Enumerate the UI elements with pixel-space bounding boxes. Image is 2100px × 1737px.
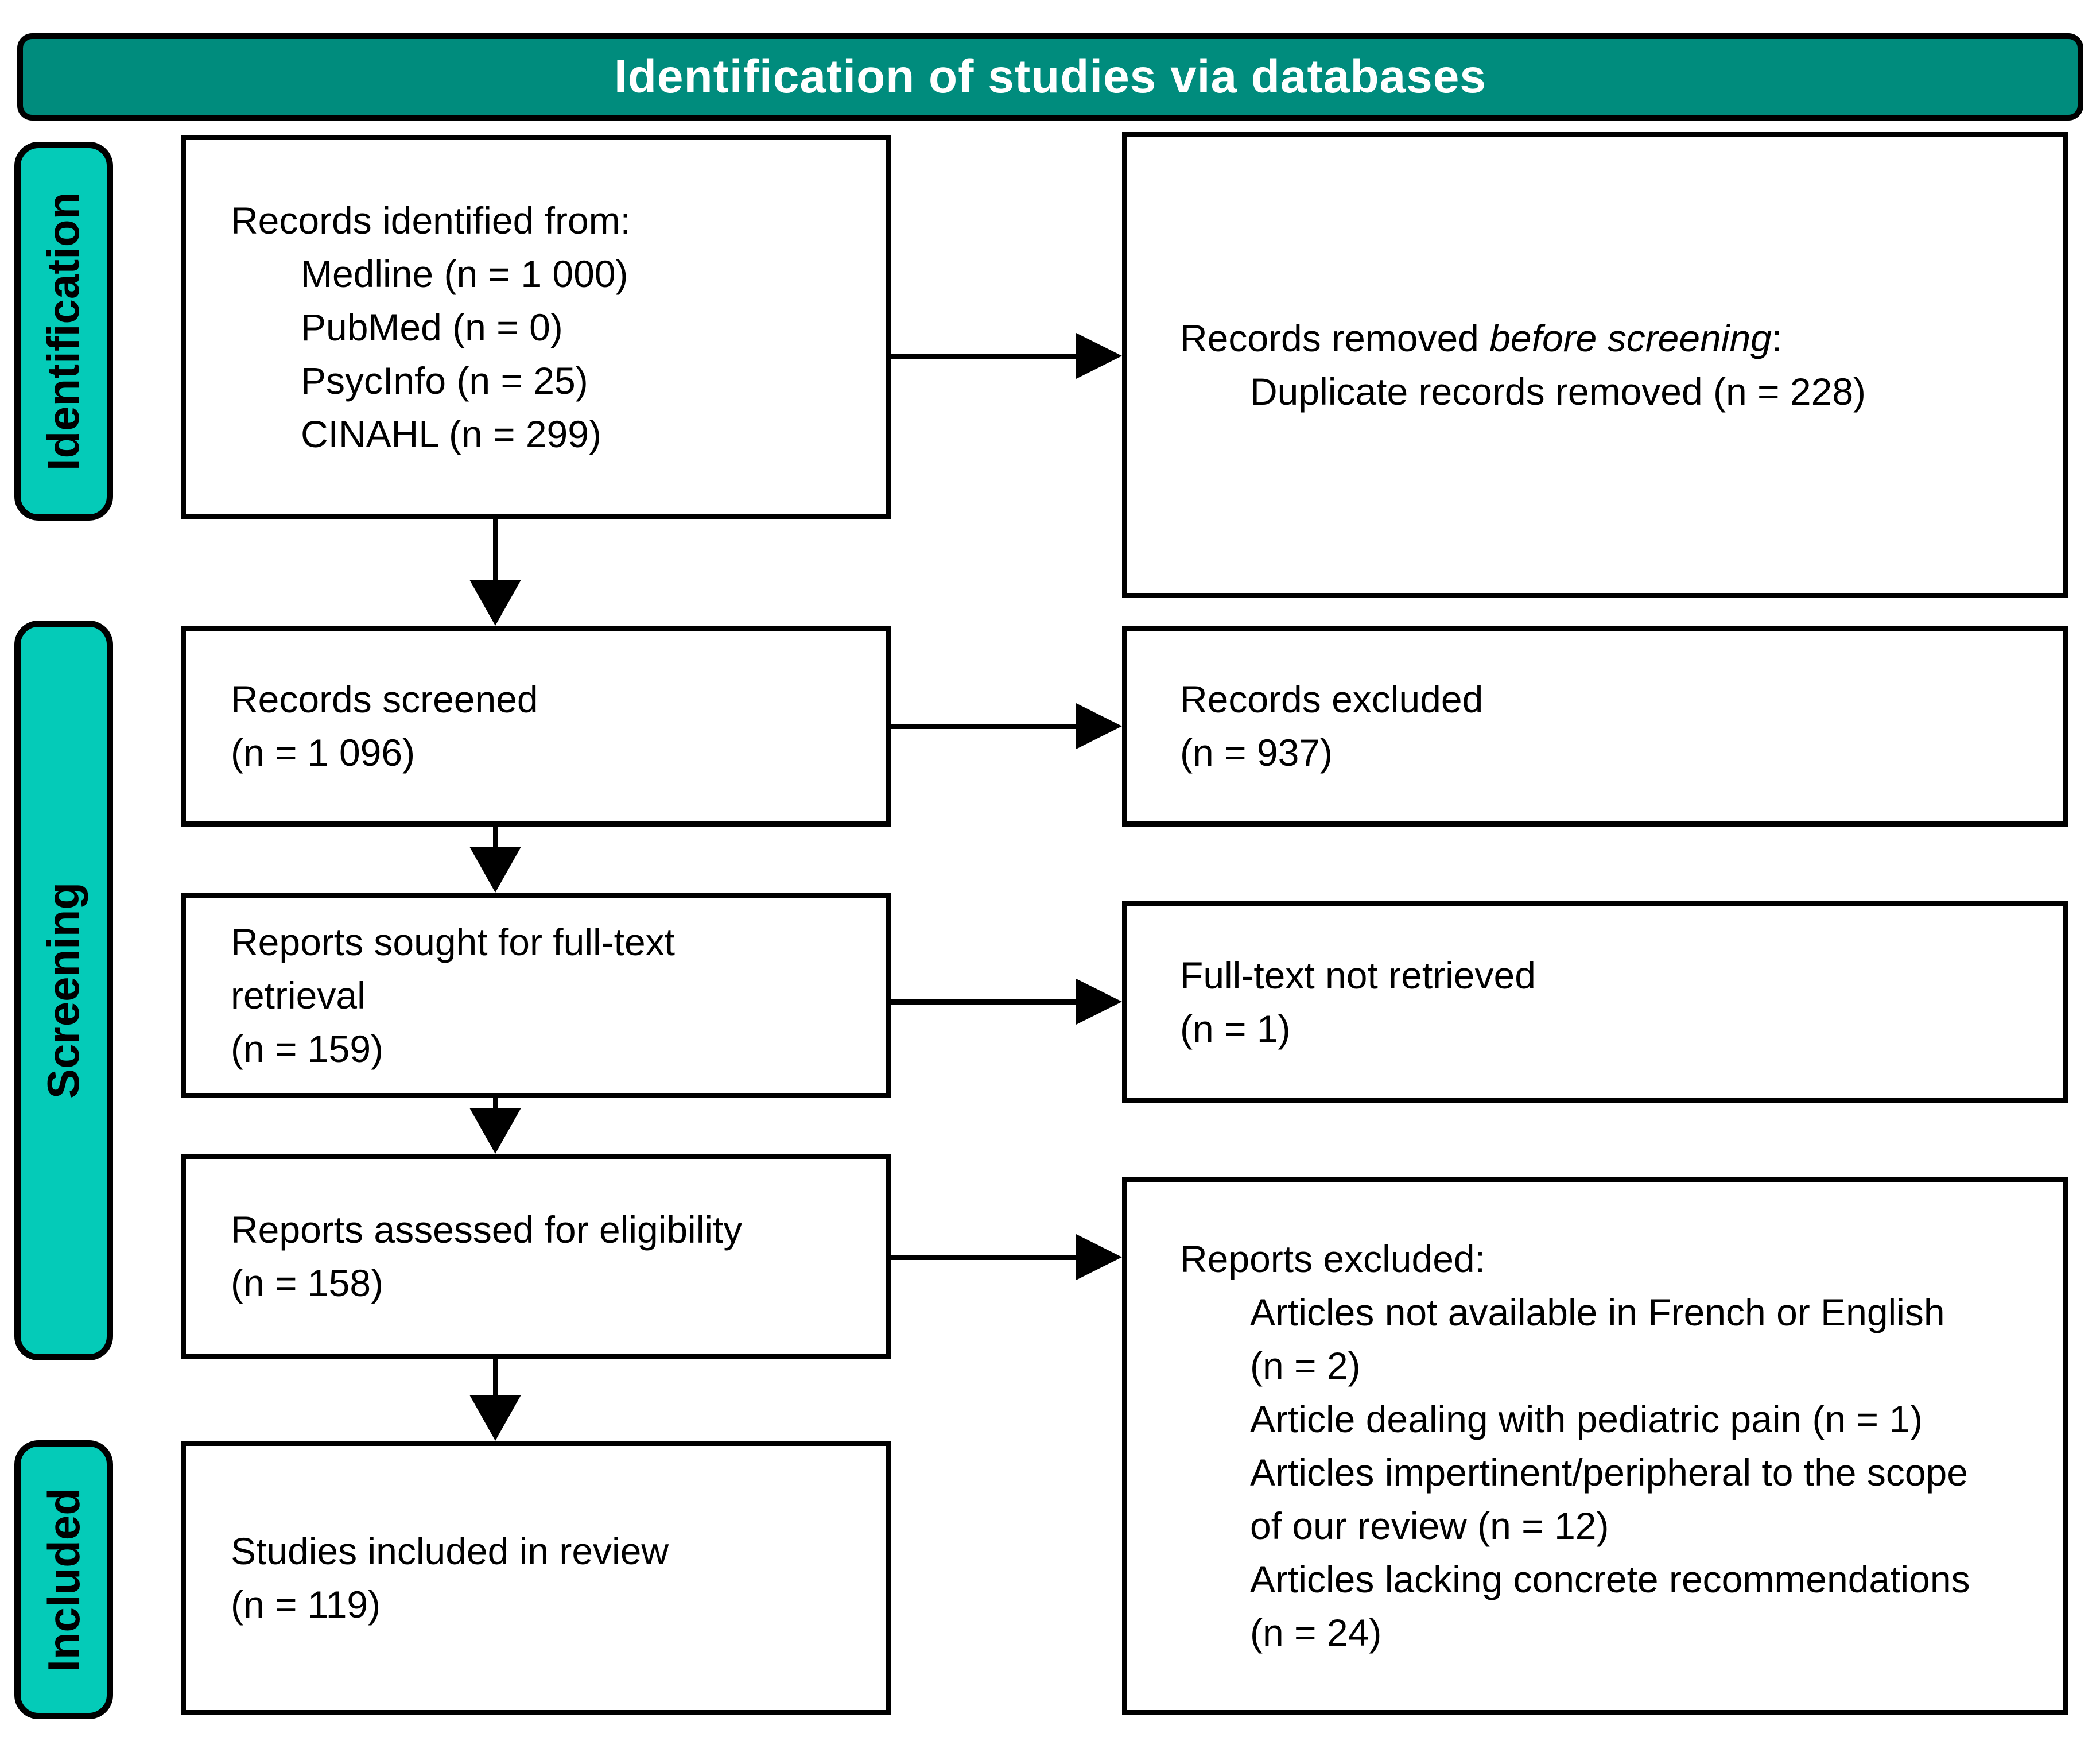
text-line: Article dealing with pediatric pain (n =… — [1250, 1398, 1923, 1440]
stage-label-identification-text: Identification — [38, 192, 89, 471]
text-line: PubMed (n = 0) — [301, 305, 563, 348]
arrow-head — [469, 580, 521, 626]
text-line: (n = 119) — [231, 1583, 381, 1626]
text-line: (n = 158) — [231, 1262, 383, 1304]
text-segment: : — [1771, 317, 1783, 359]
text-line: Records screened — [231, 678, 538, 720]
text-line: Reports sought for full-text — [231, 920, 676, 963]
text-line: Duplicate records removed (n = 228) — [1250, 370, 1866, 413]
arrow-shaft — [891, 354, 1076, 359]
text-line: Records excluded — [1180, 678, 1484, 720]
down-arrow — [469, 519, 521, 626]
text-segment: Records removed — [1180, 317, 1490, 359]
header-banner: Identification of studies via databases — [17, 33, 2083, 121]
right-arrow — [891, 1231, 1122, 1283]
text-segment-italic: before screening — [1489, 317, 1772, 359]
text-line: (n = 159) — [231, 1027, 383, 1070]
arrow-shaft — [493, 1098, 498, 1108]
box-reports-assessed: Reports assessed for eligibility (n = 15… — [181, 1154, 891, 1359]
arrow-shaft — [891, 1255, 1076, 1260]
text-line: Reports assessed for eligibility — [231, 1208, 743, 1251]
down-arrow — [469, 1098, 521, 1154]
text-line: Articles lacking concrete recommendation… — [1250, 1558, 1970, 1600]
text-line: PsycInfo (n = 25) — [301, 359, 588, 402]
stage-label-included: Included — [14, 1440, 113, 1719]
arrow-shaft — [891, 724, 1076, 729]
box-records-removed: Records removed before screening: Duplic… — [1122, 132, 2068, 598]
box-records-identified: Records identified from: Medline (n = 1 … — [181, 135, 891, 519]
text-line: (n = 24) — [1250, 1611, 1382, 1654]
text-line: Records removed before screening: — [1180, 312, 2040, 365]
arrow-head — [469, 847, 521, 893]
text-line: Articles not available in French or Engl… — [1250, 1291, 1945, 1333]
box-fulltext-not-retrieved: Full-text not retrieved (n = 1) — [1122, 901, 2068, 1103]
arrow-head — [1076, 1234, 1122, 1280]
text-line: (n = 2) — [1250, 1344, 1361, 1387]
right-arrow — [891, 700, 1122, 752]
arrow-head — [469, 1108, 521, 1154]
text-line: Reports excluded: — [1180, 1238, 1485, 1280]
stage-label-screening-text: Screening — [38, 882, 89, 1099]
down-arrow — [469, 1359, 521, 1441]
arrow-shaft — [493, 1359, 498, 1395]
stage-label-screening: Screening — [14, 621, 113, 1360]
text-line: Medline (n = 1 000) — [301, 252, 628, 295]
arrow-head — [469, 1395, 521, 1441]
text-line: CINAHL (n = 299) — [301, 412, 601, 455]
box-reports-excluded: Reports excluded: Articles not available… — [1122, 1177, 2068, 1715]
arrow-head — [1076, 703, 1122, 749]
down-arrow — [469, 827, 521, 893]
text-line: Records identified from: — [231, 199, 631, 242]
box-records-excluded: Records excluded (n = 937) — [1122, 626, 2068, 827]
arrow-head — [1076, 333, 1122, 379]
text-line: retrieval — [231, 974, 366, 1017]
arrow-head — [1076, 979, 1122, 1025]
page-title: Identification of studies via databases — [614, 51, 1486, 103]
text-line: (n = 1 096) — [231, 731, 416, 774]
box-reports-sought: Reports sought for full-text retrieval (… — [181, 893, 891, 1098]
text-line: Studies included in review — [231, 1530, 669, 1572]
text-line: (n = 937) — [1180, 731, 1333, 774]
arrow-shaft — [891, 999, 1076, 1005]
box-records-screened: Records screened (n = 1 096) — [181, 626, 891, 827]
text-line: Full-text not retrieved — [1180, 954, 1536, 997]
arrow-shaft — [493, 827, 498, 847]
text-line: of our review (n = 12) — [1250, 1505, 1609, 1547]
box-studies-included: Studies included in review (n = 119) — [181, 1441, 891, 1715]
text-line: (n = 1) — [1180, 1007, 1291, 1050]
text-line: Articles impertinent/peripheral to the s… — [1250, 1451, 1968, 1494]
right-arrow — [891, 976, 1122, 1028]
right-arrow — [891, 330, 1122, 382]
stage-label-identification: Identification — [14, 142, 113, 521]
arrow-shaft — [493, 519, 498, 580]
stage-label-included-text: Included — [38, 1487, 89, 1672]
